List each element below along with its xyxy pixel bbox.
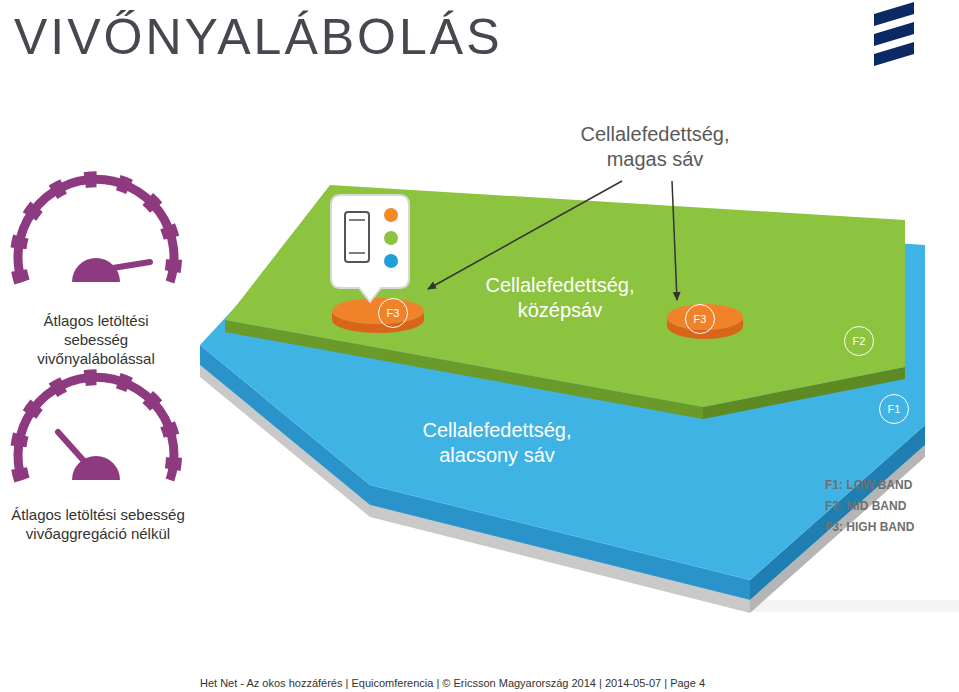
band-badge: F1	[879, 394, 909, 424]
band-badge: F3	[378, 298, 408, 328]
band-key: F3: HIGH BAND	[825, 520, 914, 535]
callout-label: Cellalefedettség, magas sáv	[550, 122, 760, 172]
gauge-hub	[72, 258, 120, 282]
slide-title: VIVŐNYALÁBOLÁS	[14, 6, 502, 69]
speed-gauge	[18, 377, 174, 480]
band-key: F2: MID BAND	[825, 499, 906, 514]
coverage-disc: F3	[330, 296, 426, 336]
speed-gauge	[18, 179, 174, 282]
band-badge: F2	[844, 326, 874, 356]
gauge-hub	[72, 456, 120, 480]
footer-text: Het Net - Az okos hozzáférés | Equicomfe…	[200, 677, 705, 691]
coverage-label: Cellalefedettség, középsáv	[453, 273, 668, 323]
band-badge: F3	[685, 304, 715, 334]
gauge-caption: Átlagos letöltési sebesség vivőaggregáci…	[0, 506, 196, 544]
band-key: F1: LOW BAND	[825, 478, 912, 493]
fade-strip	[745, 600, 959, 612]
company-logo	[874, 2, 914, 66]
coverage-label: Cellalefedettség, alacsony sáv	[390, 418, 605, 468]
coverage-disc: F3	[665, 302, 745, 342]
gauge-caption: Átlagos letöltési sebesség vivőnyalábolá…	[20, 312, 172, 368]
leader-line	[672, 181, 677, 300]
device-pin-icon	[331, 195, 409, 302]
leader-line	[428, 181, 622, 289]
